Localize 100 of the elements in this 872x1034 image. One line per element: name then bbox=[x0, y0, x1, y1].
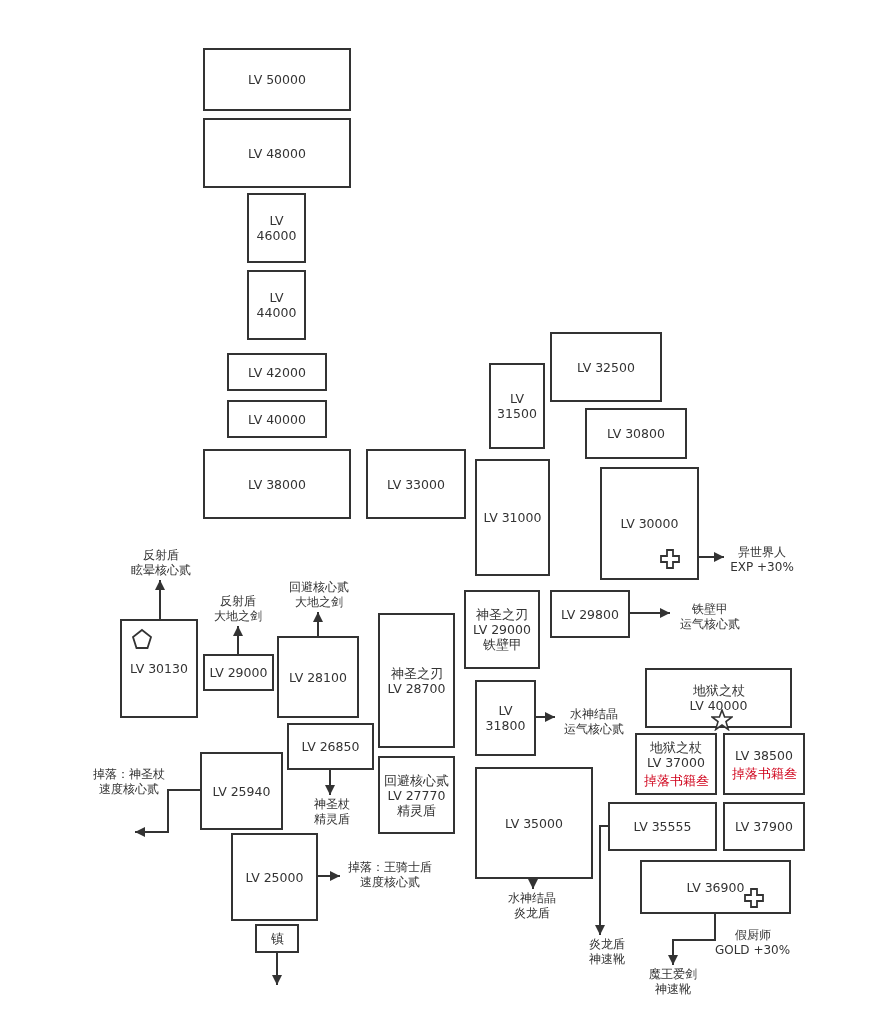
box-text: LV 26850 bbox=[301, 739, 360, 754]
box-text: 神圣之刃 bbox=[476, 607, 528, 622]
box-text: 回避核心贰 bbox=[384, 772, 449, 788]
box-text: LV 25940 bbox=[212, 783, 271, 799]
reward-text: 异世界人 bbox=[738, 545, 786, 560]
box-text: LV 31800 bbox=[484, 703, 527, 733]
arrow bbox=[313, 611, 323, 637]
reward-text: 神圣杖 bbox=[314, 797, 350, 812]
reward-text: 回避核心贰 bbox=[289, 580, 349, 595]
box-text: LV 31500 bbox=[496, 391, 538, 421]
reward-text: 大地之剑 bbox=[295, 595, 343, 610]
arrow bbox=[272, 952, 282, 986]
box-text: LV 29800 bbox=[561, 606, 619, 622]
arrow bbox=[629, 608, 671, 618]
box-text: 铁壁甲 bbox=[482, 637, 522, 652]
box-text: LV 44000 bbox=[255, 290, 298, 320]
reward-text: 水神结晶 bbox=[508, 891, 556, 906]
box-text: LV 38000 bbox=[248, 476, 306, 492]
level-box bbox=[600, 467, 699, 580]
level-box bbox=[378, 613, 455, 748]
box-text: LV 30800 bbox=[607, 426, 665, 441]
level-box bbox=[203, 118, 351, 188]
box-text: LV 50000 bbox=[248, 72, 306, 87]
box-text: LV 27770 bbox=[387, 787, 446, 803]
level-box bbox=[635, 733, 717, 795]
arrow bbox=[155, 579, 165, 620]
level-box bbox=[464, 590, 540, 669]
arrow bbox=[317, 871, 341, 881]
arrow bbox=[528, 878, 538, 890]
reward-text: 运气核心贰 bbox=[564, 722, 624, 737]
reward-text: 魔王爱剑 bbox=[649, 967, 697, 982]
box-text: 镇 bbox=[270, 931, 284, 946]
arrow bbox=[134, 789, 201, 837]
level-box bbox=[475, 459, 550, 576]
box-text: LV 37900 bbox=[735, 819, 793, 834]
reward-text: 炎龙盾 bbox=[514, 906, 550, 921]
box-text: LV 36900 bbox=[686, 879, 745, 895]
box-text: LV 31000 bbox=[483, 510, 542, 525]
level-box bbox=[378, 756, 455, 834]
box-text: LV 32500 bbox=[577, 359, 635, 375]
reward-text: 神速靴 bbox=[655, 982, 691, 997]
box-text: LV 28700 bbox=[387, 680, 446, 696]
level-box bbox=[585, 408, 687, 459]
level-box bbox=[645, 668, 792, 728]
level-box bbox=[287, 723, 374, 770]
reward-text: 运气核心贰 bbox=[680, 617, 740, 632]
box-text: LV 33000 bbox=[387, 476, 445, 492]
level-box bbox=[723, 733, 805, 795]
reward-text: 掉落：王骑士盾 bbox=[348, 860, 432, 875]
arrow bbox=[325, 769, 335, 796]
box-text: LV 37000 bbox=[647, 755, 705, 770]
level-box bbox=[475, 680, 536, 756]
level-box bbox=[255, 924, 299, 953]
arrow bbox=[233, 625, 243, 655]
arrow bbox=[668, 913, 716, 966]
reward-text: 铁壁甲 bbox=[692, 602, 728, 617]
reward-text: 反射盾 bbox=[143, 548, 179, 563]
box-text: LV 42000 bbox=[248, 364, 306, 380]
arrow bbox=[595, 825, 609, 936]
level-box bbox=[247, 193, 306, 263]
box-text: LV 25000 bbox=[245, 869, 304, 885]
reward-text: 精灵盾 bbox=[314, 812, 350, 827]
level-box bbox=[227, 400, 327, 438]
level-box bbox=[475, 767, 593, 879]
reward-text: 炎龙盾 bbox=[589, 937, 625, 952]
reward-text: 眩晕核心贰 bbox=[131, 563, 191, 578]
level-box bbox=[489, 363, 545, 449]
level-box bbox=[277, 636, 359, 718]
drop-note: 掉落书籍叁 bbox=[643, 773, 709, 788]
level-box bbox=[640, 860, 791, 914]
level-box bbox=[550, 590, 630, 638]
box-text: LV 35000 bbox=[505, 815, 563, 831]
reward-text: EXP +30% bbox=[730, 560, 794, 575]
level-box bbox=[120, 619, 198, 718]
reward-text: 大地之剑 bbox=[214, 609, 262, 624]
bonus-text: 假厨师 bbox=[733, 928, 772, 943]
box-text: LV 29000 bbox=[209, 665, 268, 680]
level-box bbox=[608, 802, 717, 851]
arrow bbox=[535, 712, 556, 722]
level-box bbox=[247, 270, 306, 340]
box-text: 地狱之杖 bbox=[650, 740, 702, 755]
box-text: LV 30000 bbox=[620, 516, 679, 531]
drop-note: 掉落书籍叁 bbox=[731, 765, 797, 781]
reward-text: 速度核心贰 bbox=[360, 875, 420, 890]
box-text: LV 40000 bbox=[689, 698, 748, 713]
level-box bbox=[203, 48, 351, 111]
reward-text: 掉落：神圣杖 bbox=[92, 767, 166, 782]
level-box bbox=[227, 353, 327, 391]
box-text: LV 48000 bbox=[248, 145, 306, 161]
reward-text: 水神结晶 bbox=[570, 707, 618, 722]
box-text: LV 30130 bbox=[130, 661, 188, 676]
box-text: 精灵盾 bbox=[397, 802, 436, 818]
box-text: 神圣之刃 bbox=[390, 665, 443, 681]
level-box bbox=[231, 833, 318, 921]
bonus-text: GOLD +30% bbox=[713, 943, 792, 958]
reward-text: 反射盾 bbox=[220, 594, 256, 609]
level-box bbox=[200, 752, 283, 830]
arrow bbox=[698, 552, 725, 562]
box-text: LV 38500 bbox=[735, 747, 793, 763]
level-box bbox=[366, 449, 466, 519]
